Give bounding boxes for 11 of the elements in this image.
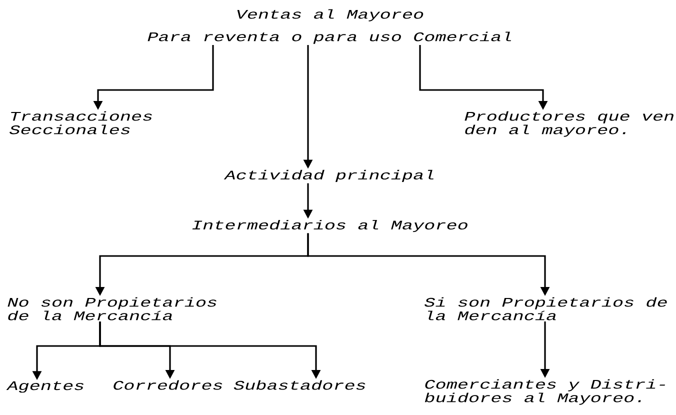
flow-text: No son Propietarios de la Mercancía	[8, 297, 216, 320]
flow-text: Transacciones Seccionales	[10, 111, 152, 134]
flow-text: Agentes	[6, 381, 84, 393]
flow-text: Subastadores	[234, 380, 366, 390]
flow-text: Intermediarios al Mayoreo	[192, 220, 468, 232]
flow-text: Productores que ven den al mayoreo.	[464, 111, 674, 137]
flow-text: Comerciantes y Distri- buidores al Mayoreo.	[424, 379, 665, 405]
flow-text: Ventas al Mayoreo Para reventa o para uso Comercial	[148, 9, 512, 44]
flow-text: Si son Propietarios de la Mercancía	[424, 297, 667, 320]
flow-text: Actividad principal	[224, 170, 434, 182]
flow-text: Corredores	[114, 380, 222, 390]
